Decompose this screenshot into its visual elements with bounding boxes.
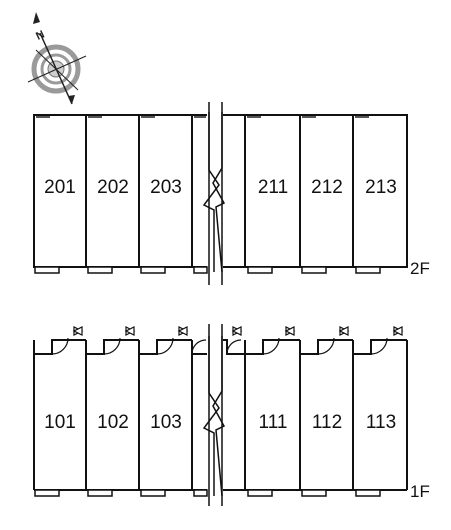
break-mark-icon [202, 102, 226, 506]
room-213: 213 [365, 177, 397, 198]
floor-label-2f: 2F [410, 259, 430, 278]
north-letter: N [34, 28, 46, 42]
compass-icon: N [27, 12, 87, 105]
room-201: 201 [44, 177, 76, 198]
room-202: 202 [97, 177, 129, 198]
room-112: 112 [312, 412, 342, 433]
room-102: 102 [97, 412, 129, 433]
floor-label-1f: 1F [410, 482, 430, 501]
room-101: 101 [44, 412, 76, 433]
room-203: 203 [150, 177, 182, 198]
floor-2f: 201 202 203 211 212 213 2F [33, 114, 430, 278]
room-103: 103 [150, 412, 182, 433]
room-111: 111 [259, 412, 288, 433]
floor-1f: 101 102 103 111 112 113 1F [33, 326, 430, 501]
room-212: 212 [311, 177, 343, 198]
room-113: 113 [366, 412, 396, 433]
room-211: 211 [258, 177, 288, 198]
